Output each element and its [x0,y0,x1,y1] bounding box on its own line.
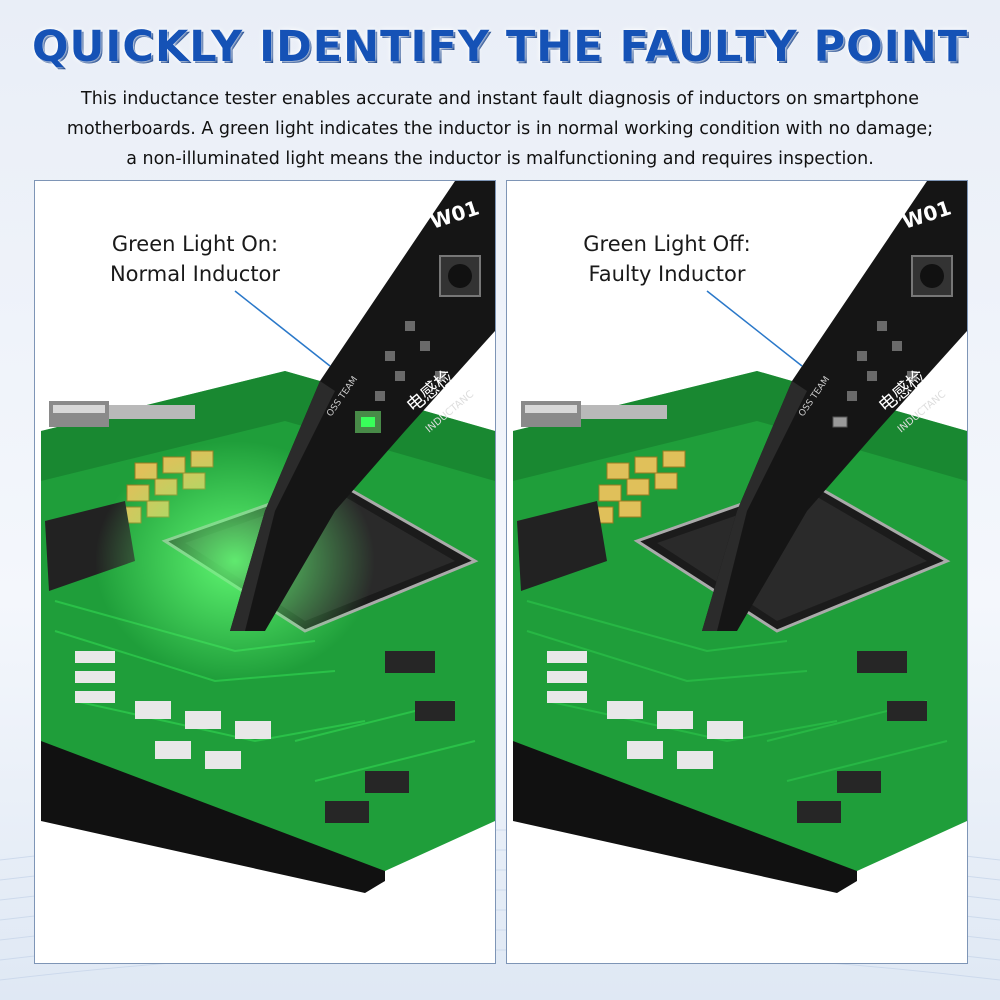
button-cap [448,264,472,288]
description: This inductance tester enables accurate … [20,84,980,174]
button-cap [920,264,944,288]
callout-line [234,290,331,367]
description-line: a non-illuminated light means the induct… [126,149,874,169]
inductance-tester [230,181,495,631]
callout-line [706,290,803,367]
connector [521,401,667,427]
ic-components [325,651,455,823]
connector [49,401,195,427]
callout-line2: Faulty Inductor [588,262,746,286]
description-line: motherboards. A green light indicates th… [66,119,934,139]
callout-text: Green Light Off: Faulty Inductor [547,229,787,289]
panel-green-light-off: W01 OSS TEAM 电感检 INDUCTANC Green Light O… [506,180,968,964]
callout-line1: Green Light On: [111,232,279,256]
green-led-on [361,417,375,427]
description-line: This inductance tester enables accurate … [81,89,919,109]
callout-line2: Normal Inductor [109,262,281,286]
tester-edge [702,381,807,631]
side-chip [517,501,607,591]
chip-top [657,491,927,621]
panel-green-light-on: W01 OSS TEAM 电感检 INDUCTANC Green Light O… [34,180,496,964]
tester-edge [230,381,335,631]
tester-components [375,321,445,401]
tactile-button [439,255,481,297]
tester-body [230,181,495,631]
green-led-off [832,416,848,428]
tester-components [847,321,917,401]
smd-components [75,651,271,769]
tester-body [702,181,967,631]
inductance-tester [702,181,967,631]
headline: QUICKLY IDENTIFY THE FAULTY POINT [31,22,969,72]
motherboard-illustration-off: W01 OSS TEAM 电感检 INDUCTANC [513,181,967,893]
motherboard-illustration-on: W01 OSS TEAM 电感检 INDUCTANC [41,181,495,893]
callout-text: Green Light On: Normal Inductor [75,229,315,289]
smd-components [547,651,743,769]
callout-line1: Green Light Off: [583,232,751,256]
ic-components [797,651,927,823]
